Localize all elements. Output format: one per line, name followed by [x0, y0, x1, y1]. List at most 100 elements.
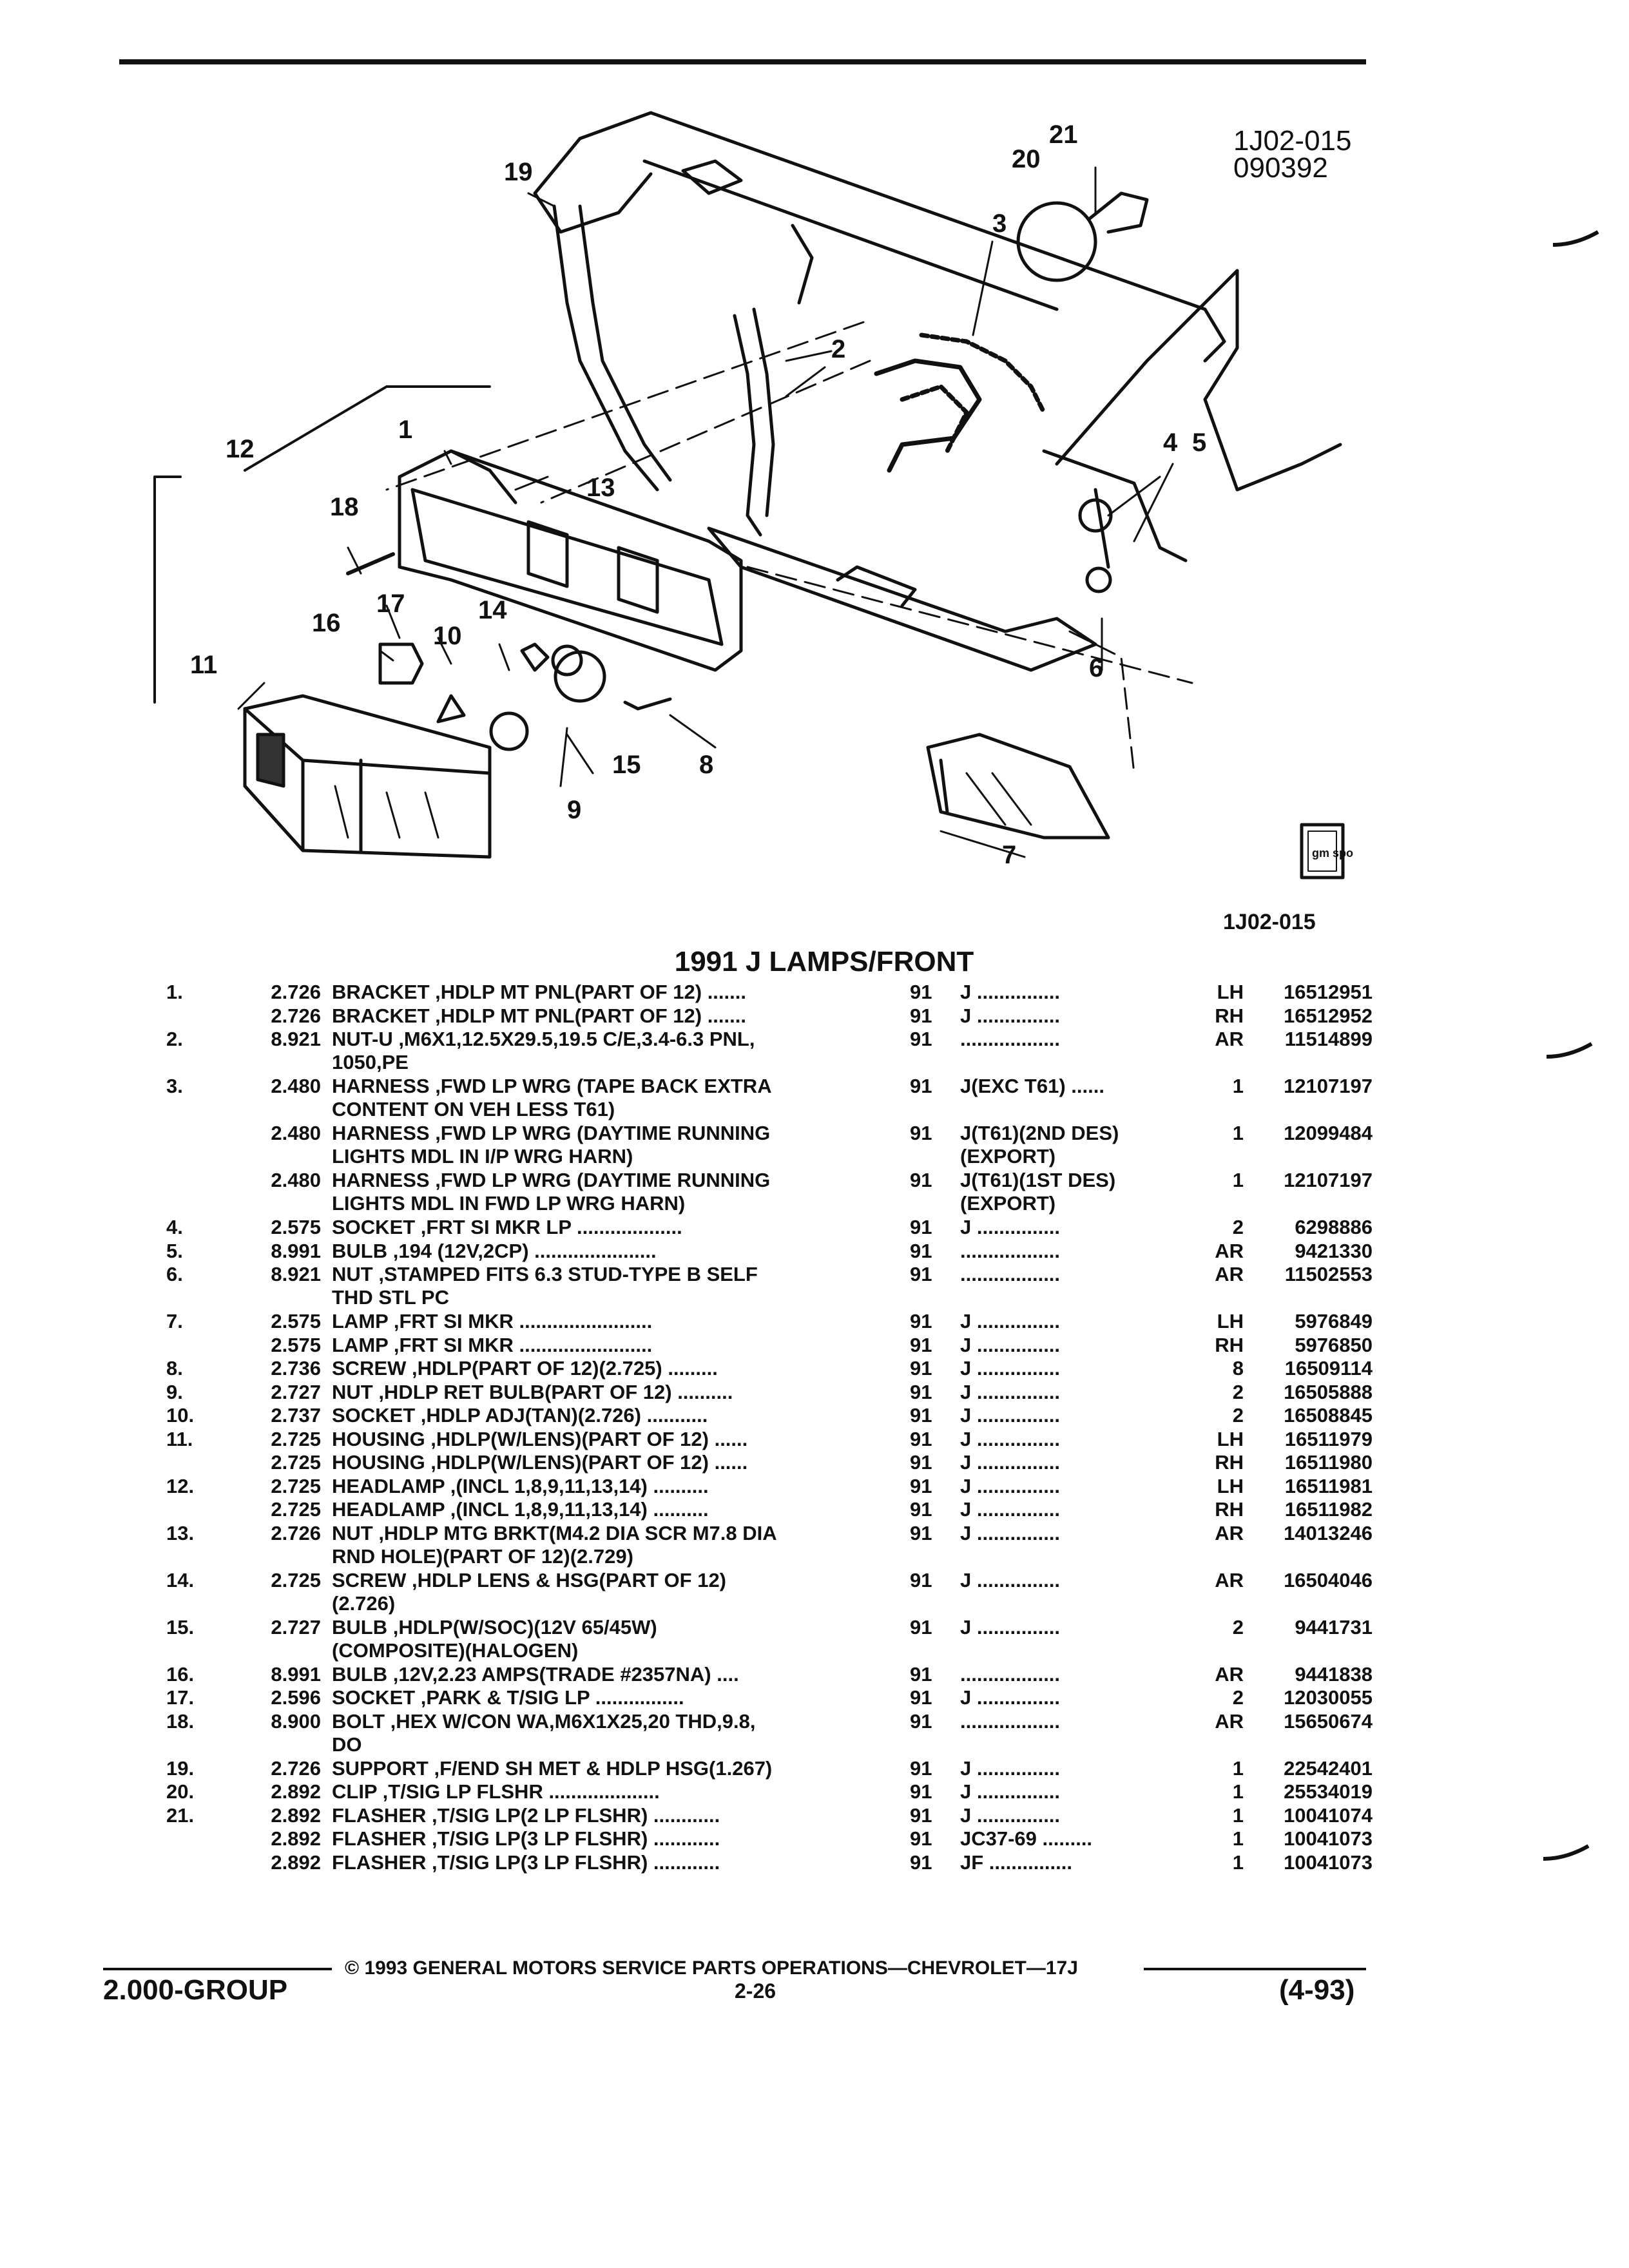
part-year: 91	[910, 1263, 932, 1285]
callout-19: 19	[504, 158, 533, 186]
part-index: 5.	[166, 1239, 183, 1262]
part-quantity: 8	[1232, 1357, 1244, 1379]
part-index: 2.	[166, 1028, 183, 1050]
part-quantity: 1	[1232, 1075, 1244, 1097]
part-description: CLIP ,T/SIG LP FLSHR ...................…	[332, 1780, 873, 1803]
part-number: 25534019	[1284, 1780, 1373, 1803]
part-model: J ...............	[960, 1004, 1186, 1028]
callout-7: 7	[1002, 841, 1016, 869]
part-description-line: NUT-U ,M6X1,12.5X29.5,19.5 C/E,3.4-6.3 P…	[332, 1028, 755, 1050]
part-description-line: BULB ,194 (12V,2CP) ....................…	[332, 1239, 657, 1262]
part-model: J(EXC T61) ......	[960, 1075, 1186, 1098]
part-year: 91	[910, 1662, 932, 1686]
part-description-continuation: 1050,PE	[332, 1051, 409, 1073]
part-index: 9.	[166, 1380, 183, 1403]
part-group-number: 8.921	[271, 1028, 321, 1050]
part-group-number: 2.892	[271, 1780, 321, 1803]
part-description: LAMP ,FRT SI MKR .......................…	[332, 1334, 873, 1357]
part-year: 91	[910, 1427, 932, 1450]
part-model-line: J ...............	[960, 1498, 1061, 1521]
section-title: 1991 J LAMPS/FRONT	[674, 946, 974, 977]
callout-5: 5	[1192, 428, 1206, 457]
part-group-number: 2.726	[271, 981, 321, 1003]
diagram-callouts: 1 2 3 4 5 6 7 8 9 10 11 12 13 14 15 16 1…	[190, 120, 1206, 869]
part-model-line: J ...............	[960, 1380, 1061, 1403]
part-year: 91	[910, 1028, 932, 1050]
part-description-line: HOUSING ,HDLP(W/LENS)(PART OF 12) ......	[332, 1451, 748, 1474]
callout-18: 18	[330, 493, 359, 521]
part-index: 21.	[166, 1803, 195, 1827]
part-index: 20.	[166, 1780, 195, 1803]
part-index: 7.	[166, 1310, 183, 1332]
part-model-continuation: (EXPORT)	[960, 1192, 1056, 1215]
part-year: 91	[910, 1451, 932, 1474]
part-group-number: 2.727	[271, 1380, 321, 1403]
callout-15: 15	[612, 751, 641, 779]
part-description: HEADLAMP ,(INCL 1,8,9,11,13,14) ........…	[332, 1475, 873, 1498]
part-description: BRACKET ,HDLP MT PNL(PART OF 12) .......	[332, 1004, 873, 1028]
callout-11: 11	[190, 651, 217, 679]
part-description-line: BULB ,12V,2.23 AMPS(TRADE #2357NA) ....	[332, 1662, 739, 1686]
callout-1: 1	[398, 416, 412, 444]
part-model-line: ..................	[960, 1239, 1061, 1262]
part-quantity: RH	[1215, 1333, 1244, 1356]
part-year: 91	[910, 1310, 932, 1332]
part-model-line: J ...............	[960, 1004, 1061, 1027]
part-description: NUT ,HDLP MTG BRKT(M4.2 DIA SCR M7.8 DIA…	[332, 1522, 873, 1568]
part-description-line: LAMP ,FRT SI MKR .......................…	[332, 1333, 653, 1356]
part-description: FLASHER ,T/SIG LP(3 LP FLSHR) ..........…	[332, 1827, 873, 1850]
part-index: 12.	[166, 1474, 195, 1497]
part-description-continuation: LIGHTS MDL IN I/P WRG HARN)	[332, 1145, 633, 1168]
part-year: 91	[910, 1216, 932, 1238]
part-description-line: NUT ,HDLP MTG BRKT(M4.2 DIA SCR M7.8 DIA	[332, 1521, 777, 1544]
gmspo-logo-box	[1300, 823, 1345, 879]
part-model: J ...............	[960, 1334, 1186, 1357]
part-description: BULB ,194 (12V,2CP) ....................…	[332, 1240, 873, 1263]
part-number: 12099484	[1284, 1122, 1373, 1144]
part-group-number: 2.725	[271, 1498, 321, 1521]
wiring-harness	[874, 358, 982, 473]
part-number: 9421330	[1295, 1239, 1373, 1262]
part-description-continuation: (COMPOSITE)(HALOGEN)	[332, 1639, 579, 1662]
part-year: 91	[910, 1780, 932, 1803]
part-number: 11514899	[1284, 1028, 1373, 1050]
part-quantity: 1	[1232, 1803, 1244, 1827]
part-description-line: SCREW ,HDLP LENS & HSG(PART OF 12)	[332, 1568, 727, 1591]
part-group-number: 2.575	[271, 1333, 321, 1356]
part-quantity: AR	[1215, 1568, 1244, 1591]
part-model: J ...............	[960, 1780, 1186, 1803]
part-group-number: 2.727	[271, 1615, 321, 1639]
part-group-number: 2.726	[271, 1004, 321, 1027]
part-number: 16511982	[1284, 1498, 1373, 1521]
part-model-line: J ...............	[960, 1310, 1061, 1332]
part-description: FLASHER ,T/SIG LP(3 LP FLSHR) ..........…	[332, 1851, 873, 1874]
part-model: J ...............	[960, 1451, 1186, 1474]
part-quantity: AR	[1215, 1028, 1244, 1050]
part-model-line: J ...............	[960, 1474, 1061, 1497]
part-year: 91	[910, 1357, 932, 1379]
part-quantity: 1	[1232, 1756, 1244, 1780]
part-model: JC37-69 .........	[960, 1827, 1186, 1850]
part-description-line: FLASHER ,T/SIG LP(2 LP FLSHR) ..........…	[332, 1803, 720, 1827]
part-group-number: 8.991	[271, 1239, 321, 1262]
footer-revision-date: (4-93)	[1279, 1974, 1355, 2006]
callout-21: 21	[1049, 120, 1078, 149]
part-description-line: LAMP ,FRT SI MKR .......................…	[332, 1310, 653, 1332]
part-description: NUT-U ,M6X1,12.5X29.5,19.5 C/E,3.4-6.3 P…	[332, 1028, 873, 1074]
part-quantity: AR	[1215, 1662, 1244, 1686]
part-model: J ...............	[960, 1686, 1186, 1709]
part-model-line: J ...............	[960, 1568, 1061, 1591]
margin-mark	[1543, 1844, 1590, 1861]
part-year: 91	[910, 1709, 932, 1733]
diagram-code-bottom: 1J02-015	[1223, 910, 1316, 934]
part-quantity: LH	[1217, 981, 1244, 1003]
callout-17: 17	[376, 590, 405, 618]
part-number: 16511980	[1284, 1451, 1373, 1474]
part-quantity: 2	[1232, 1404, 1244, 1427]
part-description: SUPPORT ,F/END SH MET & HDLP HSG(1.267)	[332, 1757, 873, 1780]
part-group-number: 2.892	[271, 1827, 321, 1850]
part-description-line: FLASHER ,T/SIG LP(3 LP FLSHR) ..........…	[332, 1827, 720, 1850]
part-quantity: 1	[1232, 1122, 1244, 1144]
part-description-line: HOUSING ,HDLP(W/LENS)(PART OF 12) ......	[332, 1427, 748, 1450]
